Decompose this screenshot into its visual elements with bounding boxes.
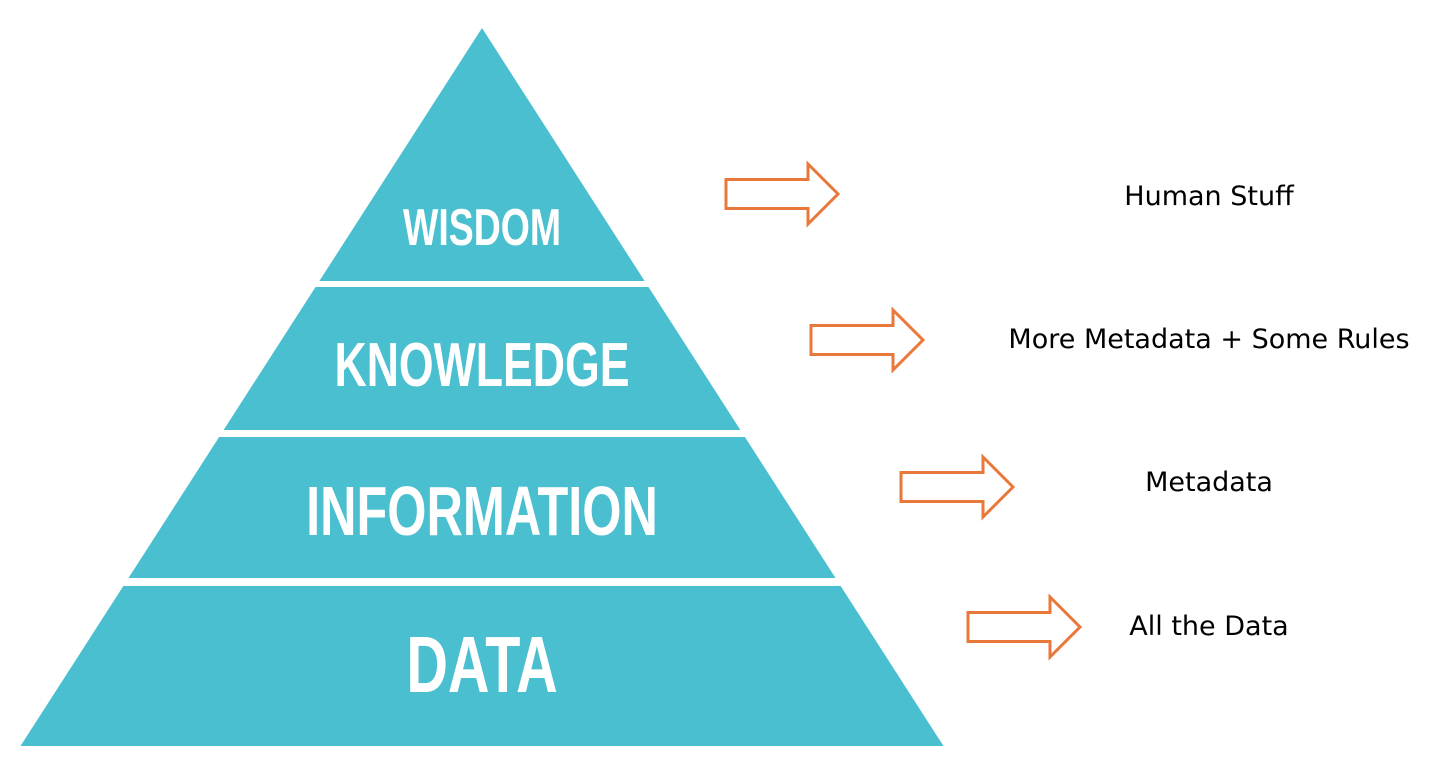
note-information: Metadata <box>1145 467 1273 498</box>
tier-label-data: DATA <box>406 620 557 710</box>
arrow-icon-knowledge <box>809 306 926 374</box>
arrow-icon-information <box>899 453 1016 521</box>
tier-information <box>128 437 836 578</box>
tier-label-knowledge: KNOWLEDGE <box>334 331 629 400</box>
tier-wisdom <box>319 28 645 281</box>
note-data: All the Data <box>1129 611 1289 642</box>
tier-label-information: INFORMATION <box>306 472 658 550</box>
arrow-icon-wisdom <box>724 160 841 228</box>
tier-knowledge <box>223 287 741 430</box>
note-knowledge: More Metadata + Some Rules <box>1008 324 1410 355</box>
tier-label-wisdom: WISDOM <box>403 198 561 257</box>
tier-data <box>20 586 944 746</box>
arrow-icon-data <box>966 593 1083 661</box>
note-wisdom: Human Stuff <box>1124 181 1294 212</box>
